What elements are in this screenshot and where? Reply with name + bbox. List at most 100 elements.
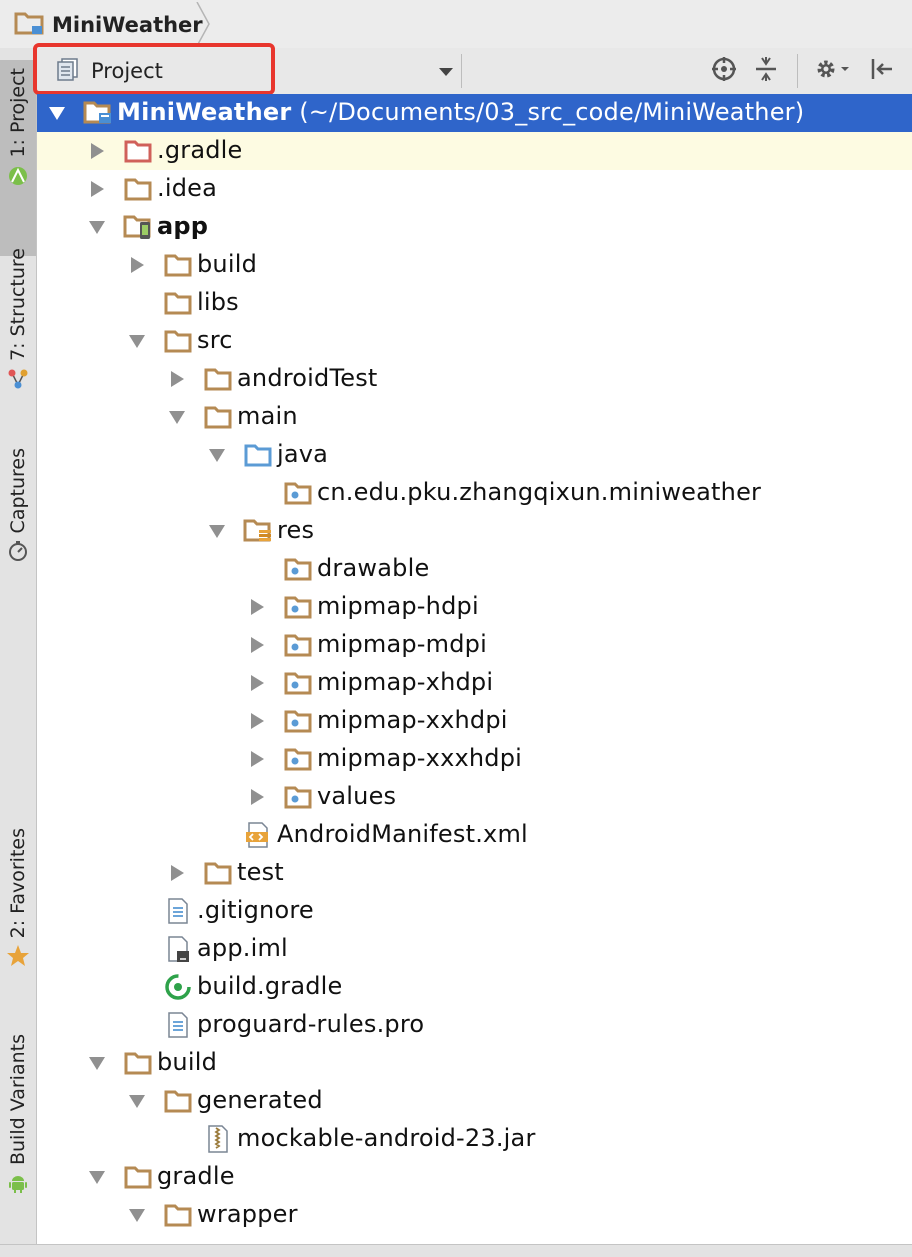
tree-row[interactable]: proguard-rules.pro bbox=[37, 1006, 912, 1044]
folder-icon bbox=[203, 364, 233, 394]
expanded-arrow-icon[interactable] bbox=[127, 1205, 147, 1225]
tree-row[interactable]: mipmap-xhdpi bbox=[37, 664, 912, 702]
tree-row-label: gradle bbox=[157, 1162, 235, 1190]
tree-row[interactable]: MiniWeather (~/Documents/03_src_code/Min… bbox=[37, 94, 912, 132]
collapsed-arrow-icon[interactable] bbox=[247, 787, 267, 807]
tree-row-label: mipmap-mdpi bbox=[317, 630, 487, 658]
tree-row-label: main bbox=[237, 402, 298, 430]
tree-row[interactable]: libs bbox=[37, 284, 912, 322]
expanded-arrow-icon[interactable] bbox=[87, 1167, 107, 1187]
collapsed-arrow-icon[interactable] bbox=[87, 141, 107, 161]
gradle-file-icon bbox=[163, 972, 193, 1002]
arrow-glyph bbox=[89, 1170, 105, 1184]
tree-row[interactable]: app.iml bbox=[37, 930, 912, 968]
arrow-glyph bbox=[250, 789, 264, 805]
folder-icon-graphic bbox=[204, 862, 232, 885]
iml-file-icon-graphic bbox=[168, 936, 189, 962]
tree-row-name: .gradle bbox=[157, 136, 243, 164]
tree-row[interactable]: build bbox=[37, 246, 912, 284]
expanded-arrow-icon[interactable] bbox=[127, 1091, 147, 1111]
collapsed-arrow-icon[interactable] bbox=[167, 863, 187, 883]
tool-tab-captures[interactable]: Captures bbox=[0, 448, 36, 588]
tree-row[interactable]: mipmap-mdpi bbox=[37, 626, 912, 664]
tree-row[interactable]: java bbox=[37, 436, 912, 474]
tree-row-label: cn.edu.pku.zhangqixun.miniweather bbox=[317, 478, 761, 506]
tree-row[interactable]: mockable-android-23.jar bbox=[37, 1120, 912, 1158]
tree-row[interactable]: gradle bbox=[37, 1158, 912, 1196]
tree-row[interactable]: main bbox=[37, 398, 912, 436]
tree-row-label: app bbox=[157, 212, 208, 240]
tree-row[interactable]: values bbox=[37, 778, 912, 816]
android-module-icon bbox=[123, 212, 153, 242]
collapsed-arrow-icon[interactable] bbox=[247, 597, 267, 617]
tree-row-name: .gitignore bbox=[197, 896, 314, 924]
tree-row-name: generated bbox=[197, 1086, 323, 1114]
collapse-all-button[interactable] bbox=[749, 54, 783, 88]
iml-file-icon bbox=[163, 934, 193, 964]
tree-row[interactable]: androidTest bbox=[37, 360, 912, 398]
tree-row[interactable]: test bbox=[37, 854, 912, 892]
tree-row[interactable]: drawable bbox=[37, 550, 912, 588]
header-divider bbox=[797, 54, 798, 88]
package-icon bbox=[283, 782, 313, 812]
tree-row[interactable]: .gitignore bbox=[37, 892, 912, 930]
arrow-glyph bbox=[169, 410, 185, 424]
tree-row[interactable]: .gradle bbox=[37, 132, 912, 170]
tree-row[interactable]: build bbox=[37, 1044, 912, 1082]
view-mode-dropdown[interactable]: Project bbox=[41, 52, 457, 90]
expanded-arrow-icon[interactable] bbox=[207, 445, 227, 465]
settings-button[interactable] bbox=[809, 54, 857, 88]
tool-tab-structure[interactable]: 7: Structure bbox=[0, 244, 36, 420]
tree-row-name: cn.edu.pku.zhangqixun.miniweather bbox=[317, 478, 762, 506]
expanded-arrow-icon[interactable] bbox=[167, 407, 187, 427]
gradle-file-icon-graphic bbox=[165, 974, 191, 1000]
tree-row-label: app.iml bbox=[197, 934, 288, 962]
tree-row[interactable]: mipmap-xxxhdpi bbox=[37, 740, 912, 778]
tree-row-name: drawable bbox=[317, 554, 430, 582]
collapsed-arrow-icon[interactable] bbox=[247, 673, 267, 693]
source-folder-icon bbox=[243, 440, 273, 470]
tree-row[interactable]: res bbox=[37, 512, 912, 550]
tool-tab-label: 1: Project bbox=[7, 68, 29, 158]
android-robot-icon bbox=[6, 1171, 30, 1195]
expanded-arrow-icon[interactable] bbox=[127, 331, 147, 351]
collapsed-arrow-icon[interactable] bbox=[247, 635, 267, 655]
tree-row[interactable]: src bbox=[37, 322, 912, 360]
xml-file-icon-graphic bbox=[246, 822, 268, 848]
collapsed-arrow-icon[interactable] bbox=[87, 179, 107, 199]
collapsed-arrow-icon[interactable] bbox=[167, 369, 187, 389]
tree-row-label: mipmap-xhdpi bbox=[317, 668, 493, 696]
tree-row-name: app.iml bbox=[197, 934, 288, 962]
expanded-arrow-icon[interactable] bbox=[207, 521, 227, 541]
tree-row[interactable]: generated bbox=[37, 1082, 912, 1120]
tree-row[interactable]: build.gradle bbox=[37, 968, 912, 1006]
breadcrumb-project[interactable]: MiniWeather bbox=[14, 10, 203, 40]
tree-row-label: test bbox=[237, 858, 284, 886]
collapsed-arrow-icon[interactable] bbox=[247, 711, 267, 731]
tree-row[interactable]: .idea bbox=[37, 170, 912, 208]
tree-row-name: main bbox=[237, 402, 298, 430]
tool-tab-favorites[interactable]: 2: Favorites bbox=[0, 828, 36, 992]
tree-row[interactable]: cn.edu.pku.zhangqixun.miniweather bbox=[37, 474, 912, 512]
tree-row-label: mockable-android-23.jar bbox=[237, 1124, 536, 1152]
tree-row-label: AndroidManifest.xml bbox=[277, 820, 528, 848]
tree-row-name: mipmap-mdpi bbox=[317, 630, 487, 658]
tool-tab-build-variants[interactable]: Build Variants bbox=[0, 1034, 36, 1220]
tree-row[interactable]: mipmap-hdpi bbox=[37, 588, 912, 626]
tree-row[interactable]: wrapper bbox=[37, 1196, 912, 1234]
collapsed-arrow-icon[interactable] bbox=[247, 749, 267, 769]
package-icon bbox=[283, 668, 313, 698]
tree-row[interactable]: mipmap-xxhdpi bbox=[37, 702, 912, 740]
expanded-arrow-icon[interactable] bbox=[47, 103, 67, 123]
collapsed-arrow-icon[interactable] bbox=[127, 255, 147, 275]
package-icon-graphic bbox=[284, 748, 312, 771]
hide-panel-button[interactable] bbox=[865, 54, 899, 88]
tree-row[interactable]: app bbox=[37, 208, 912, 246]
bottom-tool-strip bbox=[0, 1244, 912, 1257]
scroll-from-source-button[interactable] bbox=[707, 54, 741, 88]
expanded-arrow-icon[interactable] bbox=[87, 217, 107, 237]
tree-row[interactable]: AndroidManifest.xml bbox=[37, 816, 912, 854]
expanded-arrow-icon[interactable] bbox=[87, 1053, 107, 1073]
tree-row-name: libs bbox=[197, 288, 239, 316]
tool-tab-project[interactable]: 1: Project bbox=[0, 60, 36, 256]
